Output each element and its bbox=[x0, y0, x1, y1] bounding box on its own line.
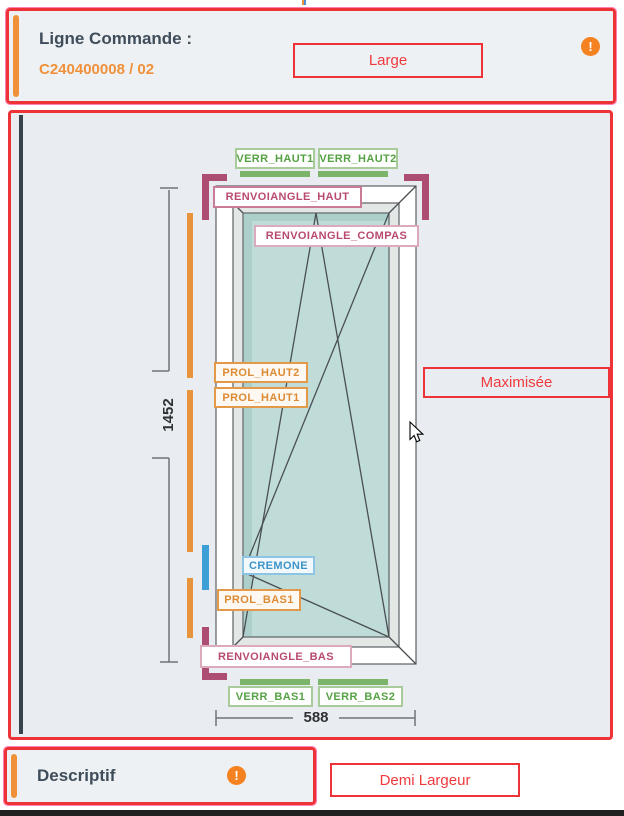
panel-left-edge bbox=[19, 115, 23, 734]
size-option-large-label: Large bbox=[368, 52, 408, 69]
mouse-cursor bbox=[409, 420, 425, 443]
corner-bracket-top-right bbox=[404, 174, 429, 220]
label-prol-bas1[interactable]: PROL_BAS1 bbox=[217, 589, 301, 611]
label-renvoiangle-bas[interactable]: RENVOIANGLE_BAS bbox=[200, 645, 352, 668]
prolongateur-bar-top bbox=[187, 213, 193, 378]
top-clip-mark-orange bbox=[302, 0, 304, 5]
label-verr-haut1[interactable]: VERR_HAUT1 bbox=[235, 148, 315, 169]
alert-icon: ! bbox=[581, 37, 600, 56]
label-renvoiangle-haut[interactable]: RENVOIANGLE_HAUT bbox=[213, 186, 362, 208]
verrou-bar-bas1 bbox=[240, 679, 310, 685]
height-dimension-ticks bbox=[152, 187, 178, 663]
descriptif-title: Descriptif bbox=[37, 766, 116, 785]
corner-bracket-top-left bbox=[202, 174, 227, 220]
size-option-maximisee[interactable]: Maximisée bbox=[423, 367, 610, 398]
verrou-bar-bas2 bbox=[318, 679, 388, 685]
label-prol-haut2[interactable]: PROL_HAUT2 bbox=[214, 362, 308, 383]
width-dimension-ticks bbox=[215, 710, 416, 726]
order-line-title: Ligne Commande : bbox=[39, 29, 193, 48]
order-line-header[interactable]: Ligne Commande : C240400008 / 02 ! bbox=[5, 7, 617, 105]
orange-accent-bar bbox=[13, 15, 19, 97]
alert-icon: ! bbox=[227, 766, 246, 785]
top-clip-mark-blue bbox=[304, 0, 306, 5]
window-bottom-edge bbox=[0, 810, 624, 816]
glass-shade-top bbox=[244, 214, 388, 221]
label-prol-haut1[interactable]: PROL_HAUT1 bbox=[214, 387, 308, 408]
orange-accent-bar bbox=[11, 754, 17, 798]
cremone-bar bbox=[202, 545, 209, 590]
label-verr-bas1[interactable]: VERR_BAS1 bbox=[228, 686, 313, 707]
verrou-bar-haut1 bbox=[240, 171, 310, 177]
size-option-demi-largeur-label: Demi Largeur bbox=[379, 771, 471, 789]
label-verr-bas2[interactable]: VERR_BAS2 bbox=[318, 686, 403, 707]
order-number: C240400008 / 02 bbox=[39, 61, 155, 78]
size-option-large[interactable]: Large bbox=[293, 43, 483, 78]
corner-bracket-bottom-left bbox=[202, 627, 227, 680]
label-renvoiangle-compas[interactable]: RENVOIANGLE_COMPAS bbox=[254, 225, 419, 247]
glass-shade-left bbox=[244, 214, 252, 636]
prolongateur-bar-bottom bbox=[187, 578, 193, 638]
verrou-bar-haut2 bbox=[318, 171, 388, 177]
prolongateur-bar-mid bbox=[187, 390, 193, 552]
size-option-maximisee-label: Maximisée bbox=[480, 374, 553, 391]
size-option-demi-largeur[interactable]: Demi Largeur bbox=[330, 763, 520, 797]
label-cremone[interactable]: CREMONE bbox=[242, 556, 315, 575]
descriptif-header[interactable]: Descriptif ! bbox=[3, 746, 317, 806]
height-dimension-value: 1452 bbox=[160, 398, 177, 432]
width-dimension-value: 588 bbox=[303, 709, 329, 726]
label-verr-haut2[interactable]: VERR_HAUT2 bbox=[318, 148, 398, 169]
